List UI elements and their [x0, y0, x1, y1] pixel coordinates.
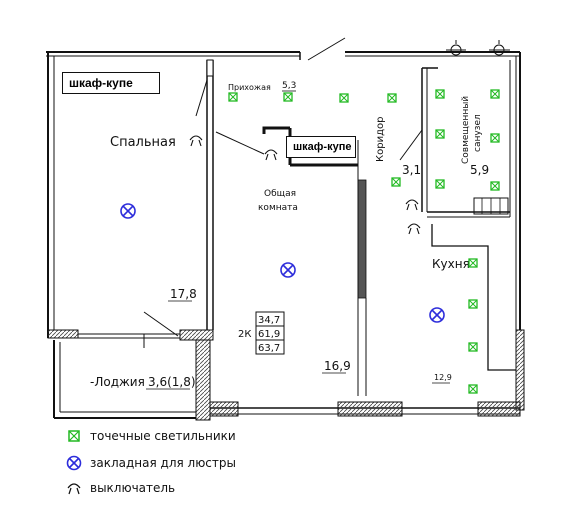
apartment-type: 2К — [238, 329, 251, 340]
hallway-name: Прихожая — [228, 83, 271, 92]
spotlight-icon — [468, 342, 478, 352]
wardrobe-label-bedroom: шкаф-купе — [62, 72, 160, 94]
spotlight-icon — [490, 89, 500, 99]
spotlight-icon — [391, 177, 401, 187]
spotlight-icon — [435, 89, 445, 99]
wardrobe-label-living: шкаф-купе — [286, 136, 356, 158]
spotlight-icon — [435, 179, 445, 189]
spotlight-icon — [468, 384, 478, 394]
legend-chandelier-text: закладная для люстры — [90, 456, 236, 470]
apartment-area-living: 34,7 — [258, 315, 280, 326]
chandelier-mount-icon — [66, 455, 82, 471]
chandelier-mount-icon — [280, 262, 296, 278]
area-underlines — [146, 90, 450, 390]
walls — [46, 37, 525, 421]
spotlight-icon — [468, 258, 478, 268]
bedroom-area: 17,8 — [170, 287, 197, 301]
loggia-area: 3,6(1,8) — [148, 375, 196, 389]
living-name-line2: комната — [258, 203, 298, 213]
living-name-line1: Общая — [264, 189, 296, 199]
legend-chandelier: закладная для люстры — [66, 455, 236, 471]
wardrobe-label-text: шкаф-купе — [293, 141, 352, 153]
spotlight-icon — [387, 93, 397, 103]
chandelier-mount-icon — [429, 307, 445, 323]
hallway-area: 5,3 — [282, 81, 296, 91]
kitchen-area: 12,9 — [434, 373, 452, 382]
chandelier-mount-icon — [120, 203, 136, 219]
living-area: 16,9 — [324, 359, 351, 373]
kitchen-name: Кухня — [432, 257, 470, 271]
switch-icon — [67, 483, 81, 495]
legend-spotlight: точечные светильники — [66, 428, 236, 444]
apartment-area-table: 2К 34,7 61,9 63,7 — [238, 311, 285, 355]
switch-icon — [407, 223, 421, 235]
switch-icon — [405, 199, 419, 211]
spotlight-icon — [68, 430, 80, 442]
legend-switch: выключатель — [66, 480, 175, 496]
chandelier-mounts — [120, 203, 445, 323]
legend-spotlight-text: точечные светильники — [90, 429, 236, 443]
apartment-area-total: 61,9 — [258, 329, 280, 340]
spotlight-icon — [490, 181, 500, 191]
spotlight-icon — [283, 92, 293, 102]
legend-switch-text: выключатель — [90, 481, 176, 495]
spotlight-icon — [490, 133, 500, 143]
corridor-area: 3,1 — [402, 163, 421, 177]
bathroom-name-line2: санузел — [473, 114, 483, 152]
spotlight-icon — [228, 92, 238, 102]
switch-icon — [264, 149, 278, 161]
apartment-area-with-loggia: 63,7 — [258, 343, 280, 354]
spotlight-icon — [435, 129, 445, 139]
bathroom-area: 5,9 — [470, 163, 489, 177]
wardrobe-label-text: шкаф-купе — [69, 76, 133, 90]
spotlight-icon — [339, 93, 349, 103]
corridor-name: Коридор — [375, 117, 386, 162]
spotlight-icon — [468, 299, 478, 309]
switch-icon — [189, 135, 203, 147]
loggia-name: -Лоджия — [90, 375, 145, 389]
bathroom-name-line1: Совмещенный — [461, 96, 471, 164]
bedroom-name: Спальная — [110, 135, 176, 150]
